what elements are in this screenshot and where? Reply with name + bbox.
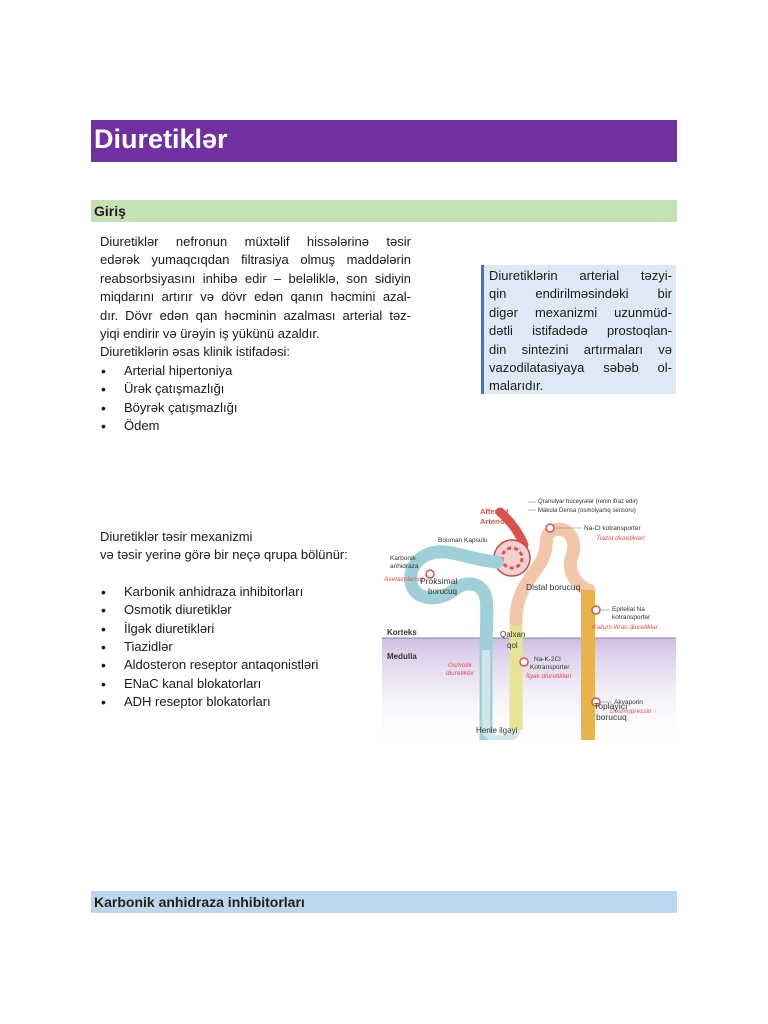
label-toplayici-2: borucuq <box>596 712 627 722</box>
label-afferent-2: Arteriola <box>480 517 512 526</box>
callout-line: Diuretiklərin arterial təzyi- <box>489 268 672 283</box>
medulla-region <box>382 638 676 740</box>
page-title-bar: Diuretiklər <box>91 120 677 162</box>
label-distal: Distal borucuq <box>526 582 581 592</box>
label-makula: Makula Densa (osmolyarlıq sensoru) <box>538 508 636 514</box>
page-title: Diuretiklər <box>94 124 228 154</box>
label-proksimal-2: borucuq <box>428 587 457 596</box>
label-nacl: Na-Cl kotransporter <box>584 525 642 532</box>
callout-line: digər mexanizmi uzunmüd- <box>489 304 672 320</box>
list-item: Ödem <box>100 417 411 436</box>
label-kalium: Kalium itiran diuretiklər <box>592 624 659 631</box>
list-item: Tiazidlər <box>100 638 390 657</box>
list-item: Arterial hipertoniya <box>100 362 411 381</box>
section-intro-heading-bar: Giriş <box>91 200 677 222</box>
label-nak-2: Kotransporter <box>530 664 570 671</box>
label-qalxan-1: Qalxan <box>500 630 525 639</box>
intro-line: reabsorbsiyasını inhibə edir – beləliklə… <box>100 270 411 286</box>
loop-bottom <box>482 728 520 740</box>
callout-line: vazodilatasiyaya səbəb ol- <box>489 360 672 376</box>
nak2cl-dot <box>519 657 529 667</box>
nephron-diagram: Qranulyar hüceyrələr (renin ifraz edir) … <box>382 499 676 740</box>
intro-line: yiqi endirir və ürəyin iş yükünü azaldır… <box>100 326 320 342</box>
clinical-uses-list: Arterial hipertoniya Ürək çatışmazlığı B… <box>100 362 411 436</box>
callout-line: din sintezini artırmaları və <box>489 341 672 357</box>
carbonic-anhydrase-dot <box>425 569 435 579</box>
label-osmotik-1: Osmotik <box>448 662 473 669</box>
intro-line: miqdarını artırır və dövr edən qanın həc… <box>100 289 411 305</box>
label-osmotik-2: diuretiklər <box>446 670 475 677</box>
label-akvaporin: Akvaporin <box>614 699 643 706</box>
label-karbonik-2: anhidraza <box>390 563 419 570</box>
epithelial-na-dot <box>591 605 601 615</box>
list-item: Aldosteron reseptor antaqonistləri <box>100 656 390 675</box>
list-item: Ürək çatışmazlığı <box>100 380 411 399</box>
label-asetazolamid: Asetazolamid <box>383 576 423 583</box>
label-karbonik-1: Karbonik <box>390 555 416 562</box>
mechanism-line: və təsir yerinə görə bir neçə qrupa bölü… <box>100 547 348 563</box>
intro-paragraph: Diuretiklər nefronun müxtəlif hissələrin… <box>100 233 411 436</box>
label-bouman: Bouman Kapsulu <box>438 537 488 544</box>
mechanism-line: Diuretiklər təsir mexanizmi <box>100 529 253 544</box>
label-nak-1: Na-K-2Cl <box>534 656 561 663</box>
list-item: ADH reseptor blokatorları <box>100 693 390 712</box>
label-epitelial-2: kotransporter <box>612 614 651 621</box>
label-qalxan-2: qol <box>507 641 518 650</box>
label-epitelial-1: Epitelial Na <box>612 606 645 613</box>
label-proksimal-1: Proksimal <box>420 576 457 586</box>
label-qranulyar: Qranulyar hüceyrələr (renin ifraz edir) <box>538 499 638 505</box>
callout-line: malarıdır. <box>489 378 544 394</box>
clinical-uses-label: Diuretiklərin əsas klinik istifadəsi: <box>100 344 291 360</box>
section-intro-heading: Giriş <box>94 203 126 219</box>
proximal-tubule <box>404 545 504 740</box>
spacer <box>100 565 390 583</box>
intro-line: dır. Dövr edən qan həcminin azalması art… <box>100 307 411 323</box>
callout-line: dətli istifadədə prostoqlan- <box>489 323 672 339</box>
list-item: ENaC kanal blokatorları <box>100 675 390 694</box>
label-korteks: Korteks <box>387 628 417 637</box>
nacl-transporter-dot <box>545 523 555 533</box>
list-item: Osmotik diuretiklər <box>100 601 390 620</box>
mechanism-paragraph: Diuretiklər təsir mexanizmi və təsir yer… <box>100 528 390 712</box>
section-carbonic-heading-bar: Karbonik anhidraza inhibitorları <box>91 891 677 913</box>
afferent-arteriole <box>495 507 529 550</box>
callout-line: qin endirilməsindəki bir <box>489 286 672 302</box>
label-toplayici-1: Toplayıcı <box>594 701 628 711</box>
list-item: İlgək diuretikləri <box>100 620 390 639</box>
section-carbonic-heading: Karbonik anhidraza inhibitorları <box>94 894 305 910</box>
label-henle: Henle ilgəyi <box>476 726 518 735</box>
label-ilgak: İlgək diuretikləri <box>526 672 572 680</box>
diuretic-groups-list: Karbonik anhidraza inhibitorları Osmotik… <box>100 583 390 712</box>
label-tiazid: Tiazid diuretikləri <box>596 535 645 542</box>
list-item: Böyrək çatışmazlığı <box>100 399 411 418</box>
side-callout: Diuretiklərin arterial təzyi- qin endiri… <box>481 265 676 394</box>
label-desmopressin: Desmopressin <box>610 708 652 715</box>
list-item: Karbonik anhidraza inhibitorları <box>100 583 390 602</box>
intro-line: Diuretiklər nefronun müxtəlif hissələrin… <box>100 234 411 249</box>
label-afferent-1: Afferent <box>480 507 509 516</box>
intro-line: edərək yumaqcıqdan filtrasiya olmuş madd… <box>100 252 411 268</box>
label-medulla: Medulla <box>387 652 417 661</box>
